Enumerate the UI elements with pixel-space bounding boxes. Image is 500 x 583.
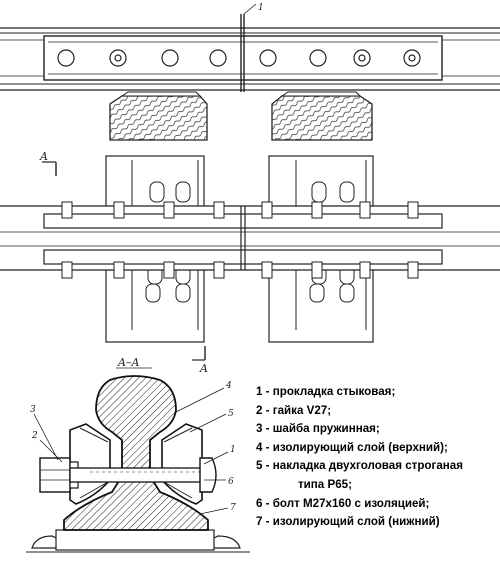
legend-item-7: 7 - изолирующий слой (нижний) — [256, 515, 440, 529]
cross-section-a-a: A–A — [26, 356, 250, 553]
bolt-m27-section — [39, 457, 217, 493]
plan-view: A A — [0, 150, 500, 375]
rail-profile — [63, 375, 209, 531]
legend-item-3: 3 - шайба пружинная; — [256, 422, 380, 436]
legend-item-1: 1 - прокладка стыковая; — [256, 385, 396, 398]
callout-5: 5 — [228, 409, 234, 419]
joint-bar-side — [43, 35, 443, 81]
parts-legend: 1 - прокладка стыковая; 2 - гайка V27; 3… — [256, 383, 496, 532]
callout-1: 1 — [230, 445, 236, 455]
side-view: 1 — [0, 3, 500, 92]
section-marker-right: A — [199, 362, 208, 375]
legend-item-2: 2 - гайка V27; — [256, 403, 332, 417]
callout-3: 3 — [30, 405, 36, 415]
callout-4: 4 — [225, 381, 232, 391]
callout-7: 7 — [230, 503, 236, 513]
callout-2: 2 — [31, 431, 38, 441]
callout-6: 6 — [228, 477, 234, 487]
callout-1-top: 1 — [258, 3, 264, 13]
section-title: A–A — [117, 356, 139, 369]
bolt-heads-side — [57, 49, 421, 67]
section-marker-left: A — [39, 150, 48, 163]
legend-item-5: 5 - накладка двухголовая строганая — [256, 459, 463, 473]
legend-item-5-continued: типа Р65; — [298, 477, 352, 491]
legend-item-6: 6 - болт М27х160 с изоляцией; — [256, 496, 430, 510]
legend-item-4: 4 - изолирующий слой (верхний); — [256, 440, 448, 454]
sleepers-side-view — [109, 91, 373, 141]
